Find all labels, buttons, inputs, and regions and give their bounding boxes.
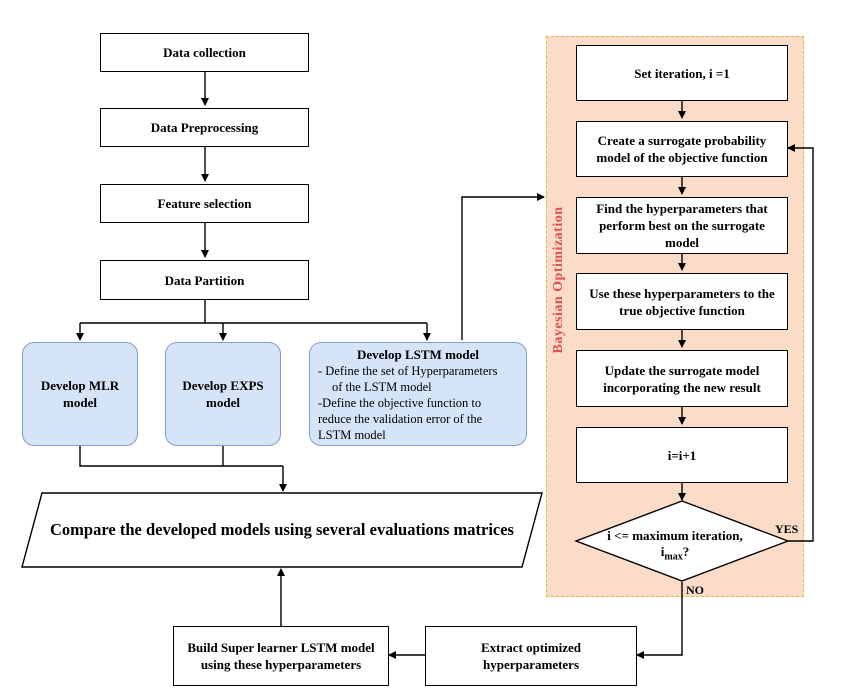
no-label: NO — [686, 583, 704, 597]
data-collection-box: Data collection — [100, 33, 309, 72]
lstm-model-box: Develop LSTM model - Define the set of H… — [309, 342, 527, 446]
decision-line-1: i <= maximum iteration, — [607, 528, 743, 543]
feature-selection-box: Feature selection — [100, 184, 309, 223]
data-preprocessing-label: Data Preprocessing — [150, 120, 259, 135]
data-preprocessing-box: Data Preprocessing — [100, 108, 309, 147]
decision-label: i <= maximum iteration, imax? — [590, 528, 760, 566]
find-hyperparameters-box: Find the hyperparameters that perform be… — [576, 197, 788, 254]
surrogate-model-box: Create a surrogate probability model of … — [576, 121, 788, 177]
lstm-model-line-5: LSTM model — [318, 427, 386, 442]
lstm-model-line-3: -Define the objective function to — [318, 395, 482, 410]
decision-question-mark: ? — [682, 544, 690, 559]
compare-shape — [21, 492, 543, 568]
exps-model-box: Develop EXPS model — [165, 342, 281, 446]
increment-box: i=i+1 — [576, 427, 788, 483]
extract-hyperparameters-label: Extract optimized hyperparameters — [480, 640, 581, 672]
set-iteration-box: Set iteration, i =1 — [576, 45, 788, 101]
increment-label: i=i+1 — [667, 447, 697, 463]
decision-imax: i — [660, 544, 665, 559]
use-hyperparameters-label: Use these hyperparameters to the true ob… — [589, 285, 775, 318]
arrow-yes-loop — [787, 144, 814, 542]
super-learner-box: Build Super learner LSTM model using the… — [173, 626, 389, 686]
decision-diamond — [574, 500, 790, 582]
surrogate-model-label: Create a surrogate probability model of … — [596, 133, 768, 165]
update-surrogate-label: Update the surrogate model incorporating… — [603, 362, 761, 395]
lstm-model-line-4: reduce the validation error of the — [318, 411, 483, 426]
decision-imax-subscript: max — [664, 551, 683, 563]
data-collection-label: Data collection — [163, 45, 246, 60]
update-surrogate-box: Update the surrogate model incorporating… — [576, 350, 788, 407]
data-partition-box: Data Partition — [100, 260, 309, 300]
arrow-lstm-to-bayes — [461, 193, 545, 340]
set-iteration-label: Set iteration, i =1 — [634, 65, 730, 81]
find-hyperparameters-label: Find the hyperparameters that perform be… — [596, 201, 768, 250]
compare-models-label: Compare the developed models using sever… — [50, 520, 514, 539]
super-learner-label: Build Super learner LSTM model using the… — [187, 640, 375, 672]
lstm-model-line-1: - Define the set of Hyperparameters — [318, 363, 498, 378]
data-partition-label: Data Partition — [164, 272, 245, 288]
feature-selection-label: Feature selection — [157, 196, 252, 211]
mlr-to-compare — [79, 446, 283, 467]
exps-model-label: Develop EXPS model — [182, 378, 264, 410]
yes-label: YES — [775, 522, 799, 536]
use-hyperparameters-box: Use these hyperparameters to the true ob… — [576, 273, 788, 330]
lstm-model-title: Develop LSTM model — [356, 346, 480, 362]
extract-hyperparameters-box: Extract optimized hyperparameters — [425, 626, 637, 686]
mlr-model-box: Develop MLR model — [22, 342, 138, 446]
lstm-model-line-2: of the LSTM model — [332, 379, 432, 394]
arrow-no-to-extract — [636, 582, 683, 659]
mlr-model-label: Develop MLR model — [40, 378, 120, 410]
